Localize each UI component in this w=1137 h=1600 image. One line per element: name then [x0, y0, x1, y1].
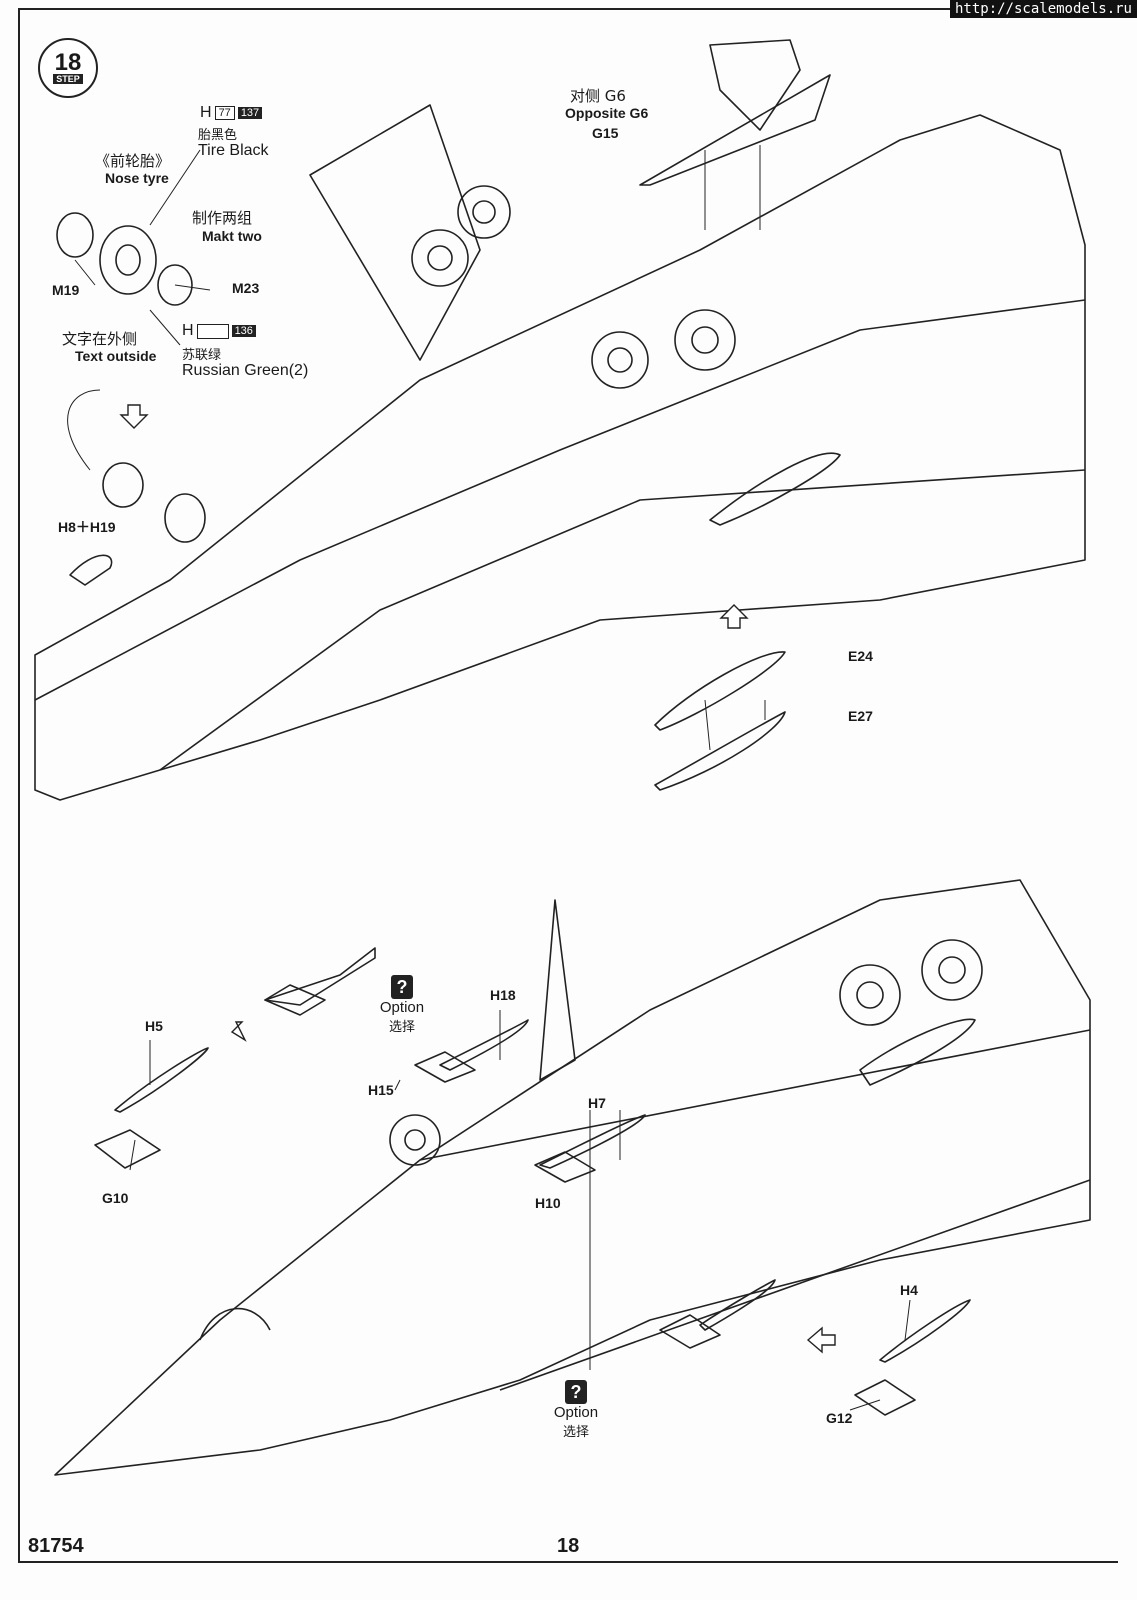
upper-wheel-2	[591, 331, 649, 389]
arrow-down-1	[119, 404, 149, 429]
option-en: Option	[379, 999, 425, 1016]
upper-fin-left	[309, 104, 481, 361]
missile-bottom	[699, 1279, 776, 1331]
label-h10: H10	[535, 1195, 561, 1211]
page-number: 18	[557, 1535, 580, 1557]
tire-black-cn: 胎黑色	[198, 128, 238, 143]
lower-nose-wheel	[389, 1114, 441, 1166]
option-marker-1: ? Option 选择	[372, 975, 432, 1035]
label-h4: H4	[900, 1282, 918, 1298]
missile-h10	[539, 1114, 646, 1169]
nose-tyre-cn: 《前轮胎》	[95, 152, 171, 170]
label-g10: G10	[102, 1190, 129, 1206]
page-frame	[18, 8, 1118, 1563]
label-g6-cn: 对侧 G6	[570, 87, 626, 105]
nose-tyre-en: Nose tyre	[105, 170, 169, 186]
paint-russian-green: H 136	[182, 322, 256, 340]
lower-fin	[539, 899, 576, 1081]
label-h5: H5	[145, 1018, 163, 1034]
label-e24: E24	[848, 648, 873, 664]
paint-code-b: 137	[237, 107, 263, 119]
option-cn: 选择	[562, 1425, 589, 1440]
label-h7: H7	[588, 1095, 606, 1111]
nose-tyre-assembled-2	[164, 493, 206, 543]
pylon-g12	[854, 1379, 916, 1416]
part-m19	[56, 212, 94, 258]
step-label: STEP	[53, 74, 83, 84]
part-e24	[654, 651, 786, 731]
paint-code-a: 77	[214, 106, 235, 120]
make-two-cn: 制作两组	[192, 209, 253, 227]
watermark-url[interactable]: http://scalemodels.ru	[949, 0, 1137, 18]
missile-h4	[879, 1299, 971, 1363]
option-cn: 选择	[388, 1020, 415, 1035]
russian-green-en: Russian Green(2)	[182, 362, 309, 379]
paint-code-empty	[196, 323, 229, 339]
paint-code-green: 136	[231, 325, 256, 337]
label-g15: G15	[592, 125, 619, 141]
part-m23	[157, 264, 193, 306]
label-h18: H18	[490, 987, 516, 1003]
upper-wheel-1	[411, 229, 469, 287]
text-outside-cn: 文字在外侧	[62, 330, 138, 348]
missile-h5	[114, 1047, 209, 1113]
make-two-en: Makt two	[202, 228, 262, 244]
upper-fuselage	[34, 114, 1086, 801]
paint-letter-2: H	[182, 322, 194, 339]
label-h15: H15	[368, 1082, 394, 1098]
russian-green-cn: 苏联绿	[182, 348, 222, 363]
arrow-left-1	[806, 1326, 836, 1354]
step-number: 18	[54, 49, 82, 76]
part-e27	[654, 711, 786, 791]
kit-code: 81754	[28, 1535, 84, 1557]
paint-tire-black: H 77 137	[200, 104, 263, 122]
nose-tyre-assembled-1	[102, 462, 144, 508]
label-e27: E27	[848, 708, 873, 724]
missile-h15	[264, 947, 376, 1006]
lower-fuselage	[54, 879, 1091, 1476]
arrow-up-1	[719, 604, 749, 629]
label-g6-en: Opposite G6	[565, 105, 649, 121]
pylon-g10	[94, 1129, 161, 1169]
g15-panel	[639, 74, 831, 186]
label-h8-h19: H8＋H19	[58, 519, 116, 535]
label-m23: M23	[232, 280, 260, 296]
missile-h18	[439, 1019, 529, 1071]
text-outside-en: Text outside	[75, 348, 157, 364]
nose-tyre	[99, 225, 157, 295]
label-m19: M19	[52, 282, 80, 298]
option-marker-2: ? Option 选择	[546, 1380, 606, 1440]
paint-letter: H	[200, 104, 212, 121]
lower-drop-tank	[859, 1018, 976, 1086]
tire-black-en: Tire Black	[198, 142, 269, 159]
upper-fin-right	[709, 39, 801, 131]
arrow-diag-1	[230, 1021, 247, 1042]
drop-tank-upper	[709, 452, 841, 526]
option-icon: ?	[391, 975, 413, 999]
option-icon: ?	[565, 1380, 587, 1404]
lower-wheel-1	[839, 964, 901, 1026]
step-badge: 18 STEP	[38, 38, 98, 98]
label-g12: G12	[826, 1410, 853, 1426]
option-en: Option	[553, 1404, 599, 1421]
